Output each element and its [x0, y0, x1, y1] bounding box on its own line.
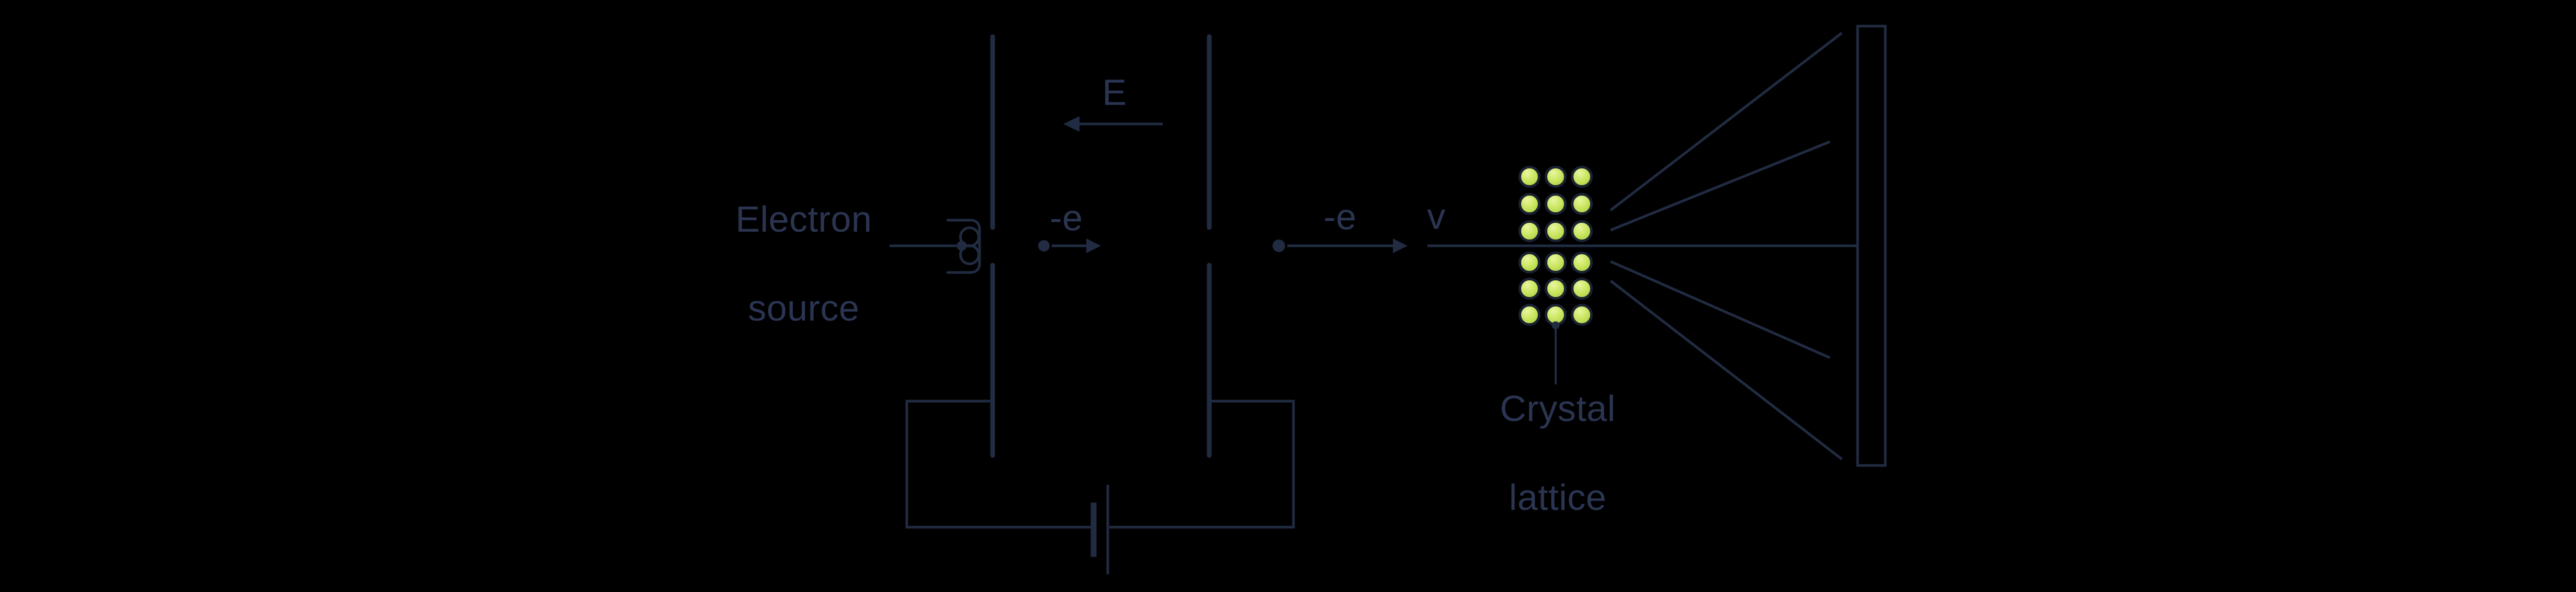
filament-coil-loop [959, 244, 980, 265]
e-field-arrow [1063, 116, 1163, 132]
detector-screen [1856, 25, 1887, 467]
lattice-atom [1518, 304, 1540, 326]
lattice-atom [1545, 252, 1567, 274]
lattice-atom [1571, 220, 1593, 242]
diffracted-beam-line [1610, 32, 1843, 211]
electron-source-label-line1: Electron [735, 199, 872, 240]
e-field-arrowhead [1063, 116, 1079, 132]
diffracted-beam-line [1610, 280, 1843, 460]
e-field-label: E [1102, 72, 1127, 113]
diffracted-beam-line [1610, 140, 1830, 232]
lattice-atom [1545, 193, 1567, 215]
diffracted-beams [1610, 32, 1843, 460]
filament-bracket [946, 219, 981, 274]
velocity-label: v [1427, 196, 1446, 237]
electron-velocity-arrowhead [1393, 238, 1408, 253]
pointer-dot [1551, 321, 1560, 329]
filament-node-dot [957, 241, 967, 251]
electron-dot [1038, 240, 1050, 252]
lattice-atom [1571, 252, 1593, 274]
diffracted-beam-line [1610, 260, 1831, 359]
lattice-atom [1518, 193, 1540, 215]
crystal-lattice-label-line1: Crystal [1500, 388, 1616, 429]
lattice-atom [1571, 193, 1593, 215]
electron-charge-label: -e [1323, 196, 1357, 237]
electron-dot [1273, 240, 1285, 252]
lattice-atom [1545, 166, 1567, 188]
circuit-wire-right [1109, 400, 1295, 529]
crystal-lattice-label: Crystal lattice [1500, 342, 1615, 520]
lattice-atom [1518, 220, 1540, 242]
lattice-atom [1518, 278, 1540, 300]
electron-between-plates [1038, 238, 1101, 253]
electron-source-label: Electron source [736, 153, 872, 331]
lattice-atom [1545, 220, 1567, 242]
electron-charge-label: -e [1050, 197, 1083, 238]
lattice-atom [1571, 166, 1593, 188]
circuit-wire-left [905, 400, 1091, 529]
battery-circuit [905, 400, 1295, 574]
lattice-atom [1518, 252, 1540, 274]
electron-source-label-line2: source [748, 288, 860, 328]
lattice-atom [1545, 278, 1567, 300]
crystal-lattice-atoms [1518, 166, 1593, 326]
lattice-atom [1571, 278, 1593, 300]
crystal-lattice-pointer [1551, 321, 1560, 384]
filament-icon [946, 219, 981, 274]
crystal-lattice-label-line2: lattice [1509, 477, 1607, 518]
lattice-atom [1518, 166, 1540, 188]
electron-after-plates [1273, 238, 1408, 253]
electron-velocity-arrowhead [1086, 238, 1101, 253]
lattice-atom [1571, 304, 1593, 326]
accelerating-plates [990, 34, 1212, 458]
